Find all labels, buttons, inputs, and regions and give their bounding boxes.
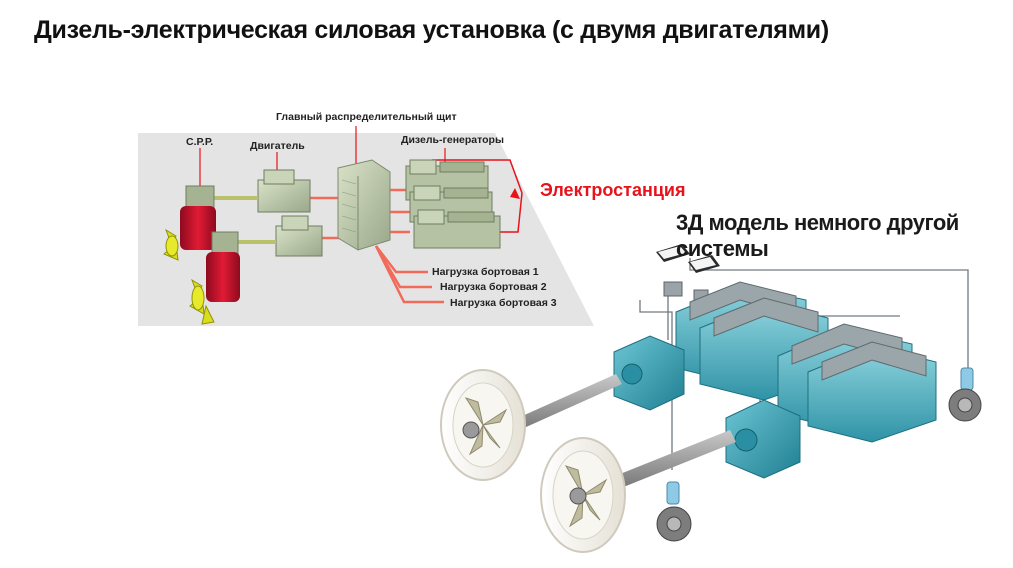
- propeller-shaft-2: [600, 430, 736, 494]
- control-panel-1: [656, 244, 690, 262]
- gearbox-2: [725, 399, 801, 479]
- ducted-propeller-1: [440, 369, 526, 481]
- propulsion-motor-1: [257, 169, 311, 213]
- ducted-propeller-2: [540, 437, 626, 553]
- label-load-3: Нагрузка бортовая 3: [450, 297, 557, 309]
- diesel-engine-2b: [807, 341, 937, 443]
- main-switchboard: [337, 159, 391, 251]
- label-generators: Дизель-генераторы: [401, 134, 504, 146]
- crp-pod-1: [163, 185, 216, 261]
- junction-box: [663, 281, 683, 297]
- label-crp: С.Р.Р.: [186, 136, 214, 148]
- label-switchboard: Главный распределительный щит: [276, 111, 457, 123]
- label-load-1: Нагрузка бортовая 1: [432, 266, 539, 278]
- model-3d: [440, 244, 982, 553]
- control-panel-2: [688, 255, 720, 273]
- propulsion-motor-2: [275, 215, 323, 257]
- diesel-generator: [405, 159, 489, 201]
- power-station-label: Электростанция: [540, 180, 686, 200]
- model-3d-caption: 3Д модель немного другой системы: [676, 210, 959, 261]
- diesel-generator: [413, 209, 501, 249]
- actuator-bottom: [656, 481, 692, 542]
- crp-pod-2: [189, 231, 240, 325]
- schematic-2d: [138, 126, 594, 326]
- label-engine: Двигатель: [250, 140, 305, 152]
- diesel-generators: [405, 159, 501, 249]
- page-title: Дизель-электрическая силовая установка (…: [34, 16, 829, 44]
- label-load-2: Нагрузка бортовая 2: [440, 281, 547, 293]
- gearbox-1: [613, 335, 685, 411]
- actuator-right: [948, 367, 982, 422]
- propeller-shaft-1: [500, 374, 622, 436]
- power-lines: [310, 188, 444, 304]
